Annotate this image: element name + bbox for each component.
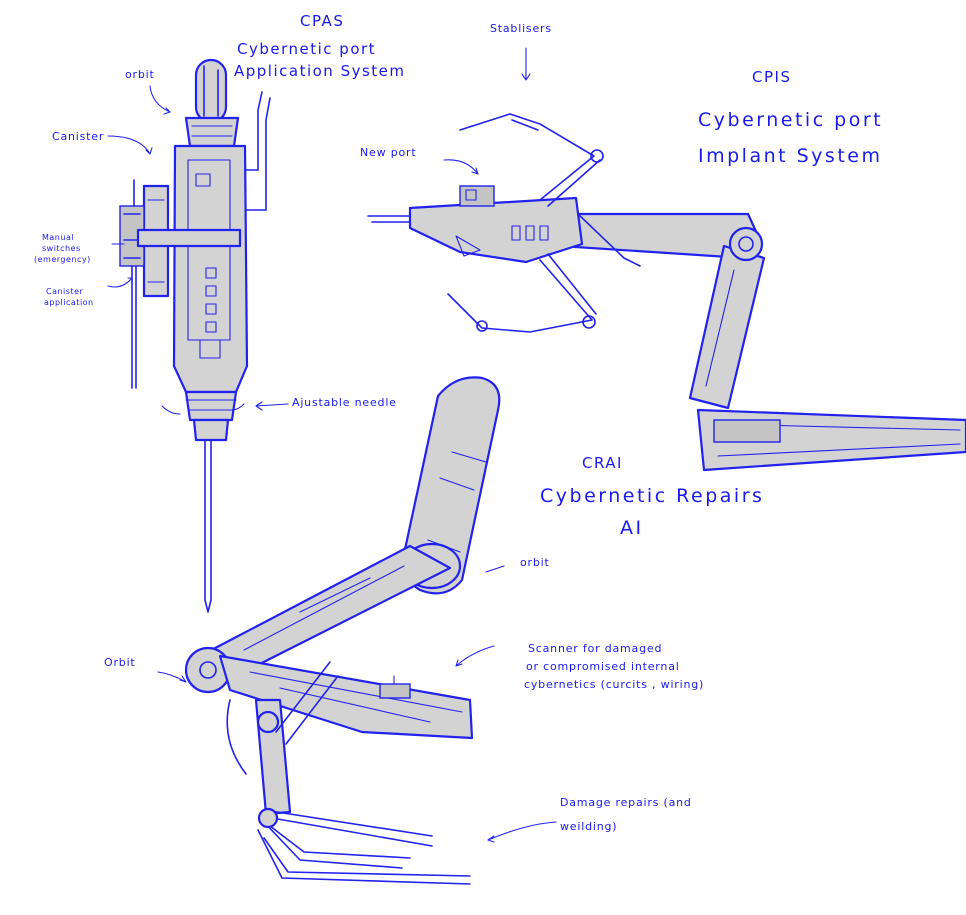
crai-damage-line2: weilding) <box>560 820 617 833</box>
cpas-manual-line3: (emergency) <box>34 255 91 264</box>
cpis-title-line2: Implant System <box>698 145 882 167</box>
crai-scanner-line1: Scanner for damaged <box>528 642 662 655</box>
cpis-title-line1: Cybernetic port <box>698 109 883 131</box>
cpas-orbit-label: orbit <box>125 68 155 81</box>
cpas-title-line1: Cybernetic port <box>237 40 376 58</box>
cpas-canister-label: Canister <box>52 130 104 143</box>
crai-title-line1: Cybernetic Repairs <box>540 485 764 507</box>
cpis-labels: Stablisers CPIS Cybernetic port Implant … <box>360 22 883 167</box>
crai-scanner-line2: or compromised internal <box>526 660 680 673</box>
cpas-needle-label: Ajustable needle <box>292 396 397 409</box>
cpas-canister-app-line1: Canister <box>46 287 84 296</box>
cpas-acronym: CPAS <box>300 12 344 30</box>
crai-device-drawing <box>184 376 501 885</box>
cpas-canister-app-line2: application <box>44 298 94 307</box>
cpas-title-line2: Application System <box>234 62 406 80</box>
cpas-device-drawing <box>119 58 271 613</box>
cpis-device-drawing <box>367 113 966 472</box>
cpis-new-port-label: New port <box>360 146 416 159</box>
crai-acronym: CRAI <box>582 454 623 472</box>
crai-damage-line1: Damage repairs (and <box>560 796 692 809</box>
cpis-acronym: CPIS <box>752 68 791 86</box>
crai-orbit-right-label: orbit <box>520 556 550 569</box>
cpas-labels: CPAS Cybernetic port Application System … <box>34 12 406 409</box>
annotation-arrows <box>107 47 557 843</box>
crai-orbit-left-label: Orbit <box>104 656 136 669</box>
crai-labels: CRAI Cybernetic Repairs AI orbit Orbit S… <box>104 454 764 833</box>
cpis-stabilisers-label: Stablisers <box>490 22 552 35</box>
cpas-manual-line2: switches <box>42 244 81 253</box>
crai-title-line2: AI <box>620 517 644 539</box>
crai-scanner-line3: cybernetics (curcits , wiring) <box>524 678 704 691</box>
cpas-manual-line1: Manual <box>42 233 74 242</box>
